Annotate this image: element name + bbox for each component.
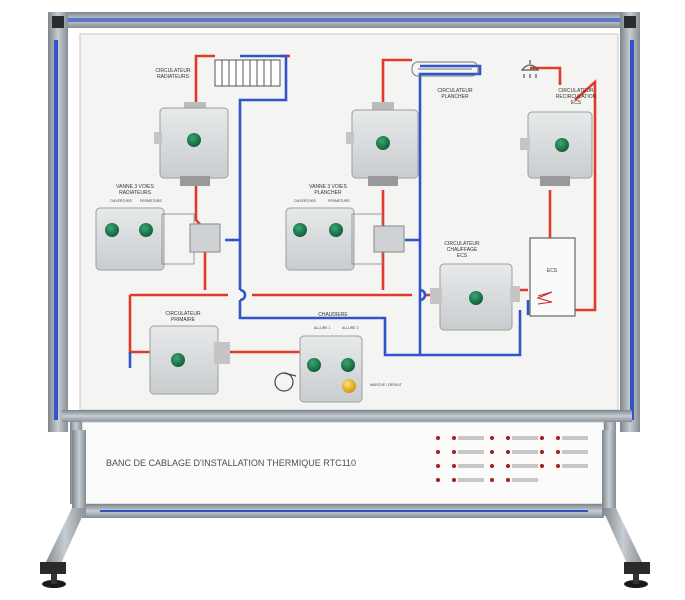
start-button-circ-recirculation[interactable] bbox=[555, 138, 569, 152]
panel-title: BANC DE CABLAGE D'INSTALLATION THERMIQUE… bbox=[106, 458, 356, 468]
box-circulateur-plancher bbox=[346, 102, 419, 186]
start-button-circ-plancher[interactable] bbox=[376, 136, 390, 150]
box-vanne-plancher bbox=[285, 207, 405, 271]
box-circulateur-recirculation bbox=[520, 111, 593, 186]
radiator-icon bbox=[214, 59, 281, 87]
box-circulateur-primaire bbox=[149, 325, 230, 395]
label-vanne-pl-open: OUVERTURE bbox=[294, 199, 317, 203]
terminal-panel: BANC DE CABLAGE D'INSTALLATION THERMIQUE… bbox=[70, 421, 616, 505]
label-circ-ch-2: CHAUFFAGE bbox=[447, 247, 478, 253]
box-chaudiere bbox=[299, 335, 363, 403]
box-circulateur-radiateurs bbox=[154, 102, 229, 186]
allure-2-button[interactable] bbox=[341, 358, 355, 372]
label-chaudiere: CHAUDIERE bbox=[318, 312, 348, 318]
box-circulateur-chauffage-ecs bbox=[430, 263, 520, 331]
floor-heating-coil-icon bbox=[411, 61, 479, 77]
cold-pipes bbox=[128, 54, 530, 368]
terminal-connectors bbox=[436, 436, 560, 482]
label-marche-defaut: MARCHE / DEFAUT bbox=[370, 383, 403, 387]
label-circ-rad-2: RADIATEURS bbox=[157, 74, 190, 80]
label-circ-prim-1: CIRCULATEUR bbox=[165, 311, 201, 317]
label-vanne-rad-1: VANNE 3 VOIES bbox=[116, 184, 154, 190]
label-vanne-rad-open: OUVERTURE bbox=[110, 199, 133, 203]
hot-pipes bbox=[128, 54, 597, 354]
ecs-tank: ECS bbox=[529, 237, 576, 317]
open-button-vanne-plancher[interactable] bbox=[293, 223, 307, 237]
label-circ-pl-2: PLANCHER bbox=[441, 94, 469, 100]
box-vanne-radiateurs bbox=[95, 207, 221, 271]
label-circ-rec-3: ECS bbox=[571, 100, 582, 106]
label-circ-ch-1: CIRCULATEUR bbox=[444, 241, 480, 247]
shower-head-icon bbox=[520, 60, 540, 78]
start-button-circ-primaire[interactable] bbox=[171, 353, 185, 367]
burner-icon bbox=[274, 372, 297, 392]
label-vanne-pl-1: VANNE 3 VOIES bbox=[309, 184, 347, 190]
label-circ-rec-2: RECIRCULATION bbox=[556, 94, 597, 100]
label-circ-ch-3: ECS bbox=[457, 253, 468, 259]
label-circ-rad-1: CIRCULATEUR bbox=[155, 68, 191, 74]
stand bbox=[40, 430, 650, 588]
label-allure-1: ALLURE 1 bbox=[314, 326, 331, 330]
ecs-tank-label: ECS bbox=[547, 268, 558, 274]
label-allure-2: ALLURE 2 bbox=[342, 326, 359, 330]
label-vanne-rad-2: RADIATEURS bbox=[119, 190, 152, 196]
label-vanne-pl-close: FERMETURE bbox=[328, 199, 350, 203]
open-button-vanne-radiateurs[interactable] bbox=[105, 223, 119, 237]
schematic-labels: CIRCULATEUR RADIATEURS CIRCULATEUR PLANC… bbox=[110, 68, 597, 387]
label-circ-pl-1: CIRCULATEUR bbox=[437, 88, 473, 94]
label-circ-rec-1: CIRCULATEUR bbox=[558, 88, 594, 94]
reset-button-yellow[interactable] bbox=[342, 379, 356, 393]
close-button-vanne-plancher[interactable] bbox=[329, 223, 343, 237]
close-button-vanne-radiateurs[interactable] bbox=[139, 223, 153, 237]
allure-1-button[interactable] bbox=[307, 358, 321, 372]
outer-frame bbox=[48, 12, 640, 432]
label-vanne-pl-2: PLANCHER bbox=[314, 190, 342, 196]
heat-exchanger-coil-icon bbox=[536, 291, 553, 305]
label-circ-prim-2: PRIMAIRE bbox=[171, 317, 196, 323]
label-vanne-rad-close: FERMETURE bbox=[140, 199, 162, 203]
start-button-circ-radiateurs[interactable] bbox=[187, 133, 201, 147]
start-button-circ-chauffage-ecs[interactable] bbox=[469, 291, 483, 305]
